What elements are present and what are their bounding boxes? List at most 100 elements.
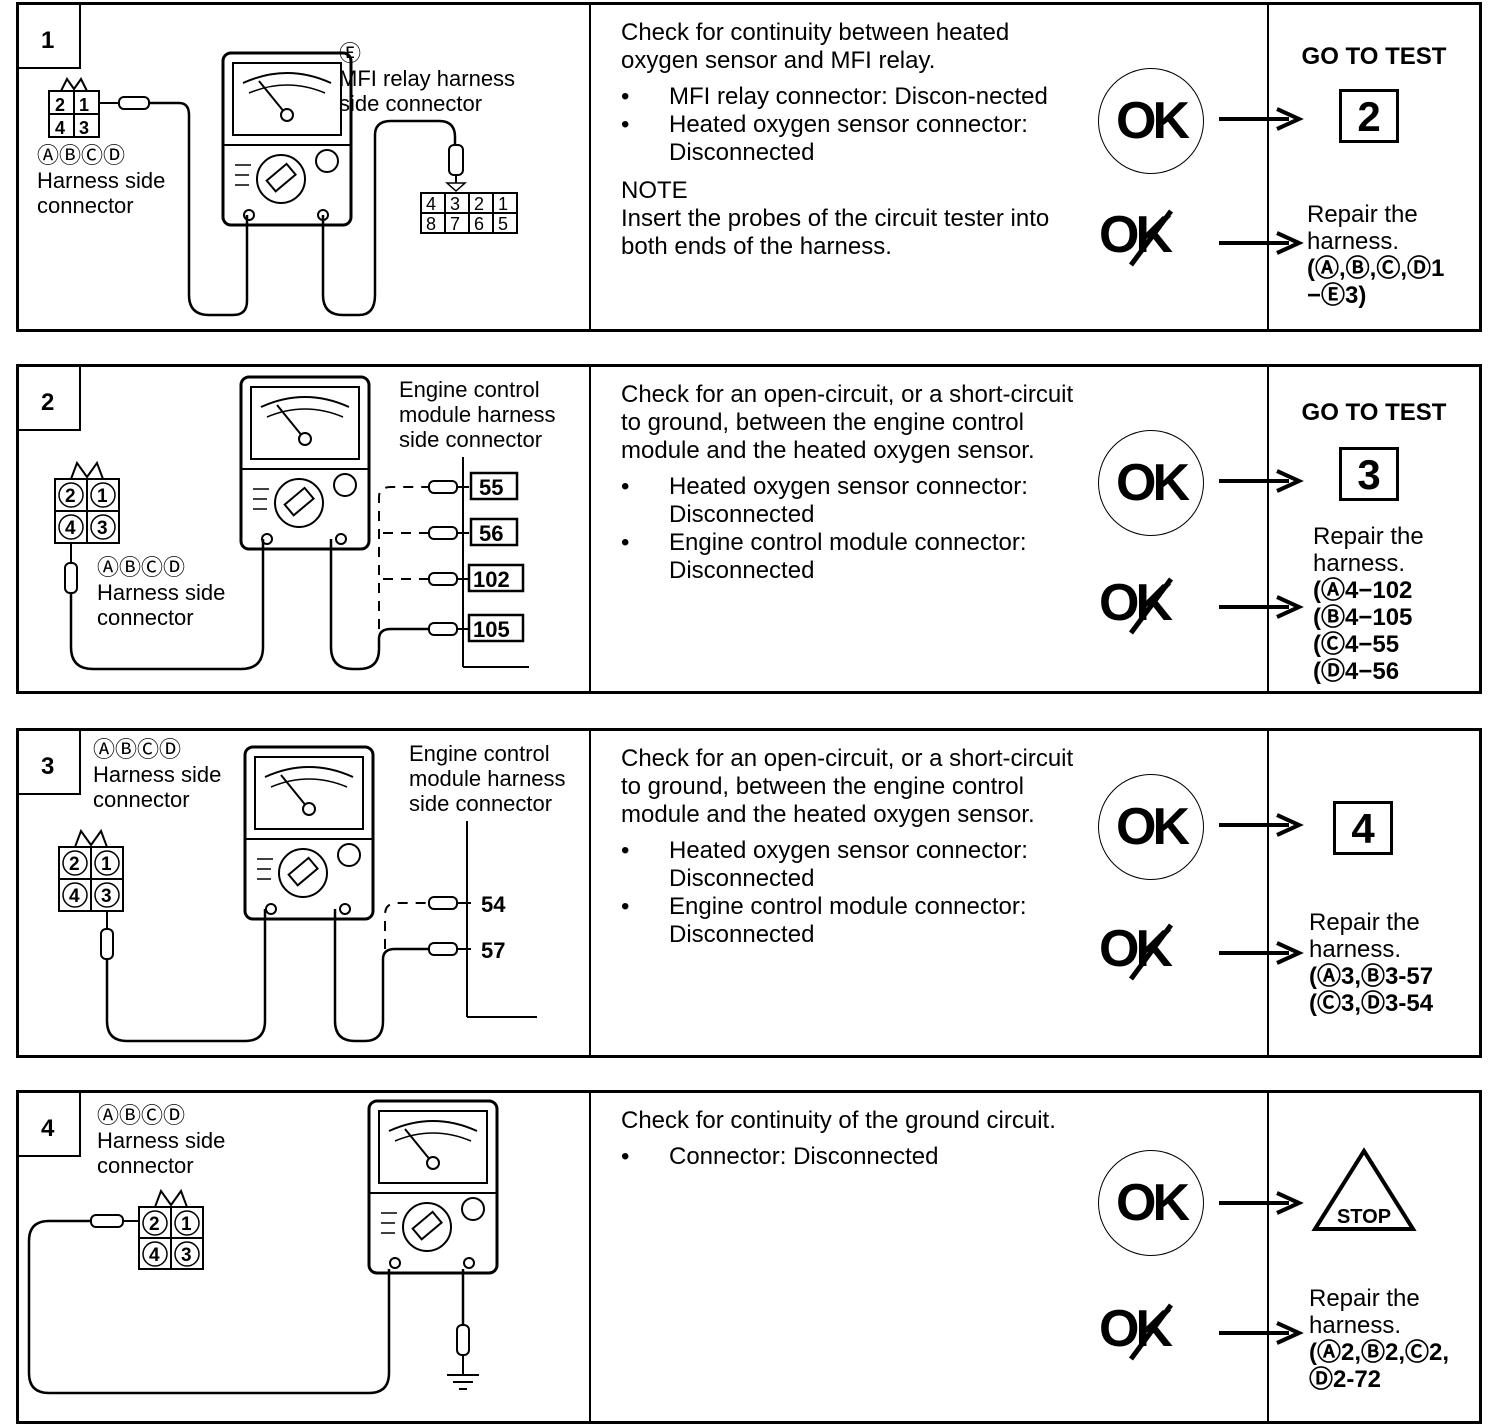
pin-label: 4 <box>149 1245 160 1266</box>
pin-label: 6 <box>474 214 484 234</box>
step-4-result: STOP Repair the harness. (Ⓐ2,Ⓑ2,Ⓒ2, Ⓓ2-7… <box>1267 1093 1479 1421</box>
ok-icon: OK <box>1099 69 1203 173</box>
probe-icon <box>100 928 114 960</box>
go-to-test-label: GO TO TEST <box>1301 399 1447 426</box>
terminal-label: 57 <box>481 938 505 963</box>
pin-label: 2 <box>474 194 484 214</box>
ng-icon: OK <box>1099 1299 1174 1361</box>
condition-item: Engine control module connector: Disconn… <box>621 893 1091 949</box>
repair-text: Repair the harness. <box>1307 201 1418 255</box>
harness-side-connector-label: ⒶⒷⒸⒹ Harness side connector <box>37 143 166 218</box>
condition-item: Heated oxygen sensor connector: Disconne… <box>621 473 1091 529</box>
probe-icon <box>90 1214 124 1228</box>
instruction-text: Check for continuity of the ground circu… <box>621 1107 1056 1134</box>
test-step-1: 1 2 1 4 3 <box>16 2 1482 332</box>
ng-icon: OK <box>1099 919 1174 981</box>
probe-icon <box>448 144 464 176</box>
step-number: 2 <box>19 367 81 431</box>
step-3-diagram: 3 2 1 4 3 <box>19 731 591 1055</box>
ng-cross-mark <box>1128 209 1174 267</box>
repair-codes: (Ⓐ,Ⓑ,Ⓒ,Ⓓ1 −Ⓔ3) <box>1307 255 1445 309</box>
test-step-2: 2 2 1 4 3 <box>16 364 1482 694</box>
ground-icon <box>447 1374 479 1390</box>
terminal-label: 56 <box>479 521 503 546</box>
step-3-instructions: Check for an open-circuit, or a short-ci… <box>621 745 1091 959</box>
terminal-label: 102 <box>473 567 510 592</box>
step-2-instructions: Check for an open-circuit, or a short-ci… <box>621 381 1091 595</box>
pin-label: 8 <box>426 214 436 234</box>
pin-label: 1 <box>97 486 108 507</box>
step-4-diagram: 4 2 1 4 3 <box>19 1093 591 1421</box>
pin-label: 4 <box>55 118 65 138</box>
pin-label: 7 <box>450 214 460 234</box>
repair-codes: (Ⓐ2,Ⓑ2,Ⓒ2, Ⓓ2-72 <box>1309 1339 1450 1393</box>
test-step-4: 4 2 1 4 3 <box>16 1090 1482 1424</box>
condition-list: Heated oxygen sensor connector: Disconne… <box>621 473 1091 585</box>
harness-side-connector-label: ⒶⒷⒸⒹ Harness side connector <box>97 555 226 630</box>
pin-label: 2 <box>55 95 65 115</box>
step-2-wiring-diagram: 2 1 4 3 <box>54 375 529 671</box>
probe-icon <box>428 896 458 910</box>
pin-label: 3 <box>450 194 460 214</box>
next-test-number[interactable]: 4 <box>1333 801 1393 855</box>
probe-icon <box>428 942 458 956</box>
step-1-diagram: 1 2 1 4 3 <box>19 5 591 329</box>
repair-instruction: Repair the harness. (Ⓐ2,Ⓑ2,Ⓒ2, Ⓓ2-72 <box>1309 1285 1449 1393</box>
ng-cross-mark <box>1128 577 1174 635</box>
repair-text: Repair the harness. <box>1309 1285 1420 1339</box>
pin-label: 3 <box>101 886 112 907</box>
pin-label: 3 <box>97 518 108 539</box>
harness-side-connector-label: ⒶⒷⒸⒹ Harness side connector <box>97 1103 226 1178</box>
ok-icon: OK <box>1099 1151 1203 1255</box>
pin-label: 4 <box>65 518 76 539</box>
harness-connector-icon <box>54 460 120 544</box>
probe-icon <box>64 562 78 594</box>
next-test-number[interactable]: 3 <box>1339 447 1399 501</box>
ok-icon: OK <box>1099 775 1203 879</box>
pin-label: 4 <box>69 886 80 907</box>
circuit-tester-icon <box>221 51 353 227</box>
pin-label: 1 <box>79 95 89 115</box>
probe-icon <box>428 526 458 540</box>
circuit-tester-icon <box>243 745 375 921</box>
step-1-wiring-diagram: 2 1 4 3 4 3 2 1 8 <box>48 51 518 317</box>
pin-label: 2 <box>65 486 76 507</box>
condition-list: Heated oxygen sensor connector: Disconne… <box>621 837 1091 949</box>
pin-label: 1 <box>498 194 508 214</box>
repair-codes: (Ⓐ4−102 (Ⓑ4−105 (Ⓒ4−55 (Ⓓ4−56 <box>1313 577 1413 685</box>
terminal-label: 55 <box>479 475 503 500</box>
circuit-tester-icon <box>239 375 371 551</box>
condition-item: Heated oxygen sensor connector: Disconne… <box>621 837 1091 893</box>
step-2-diagram: 2 2 1 4 3 <box>19 367 591 691</box>
probe-icon <box>428 572 458 586</box>
harness-side-connector-label: ⒶⒷⒸⒹ Harness side connector <box>93 737 222 812</box>
condition-item: Heated oxygen sensor connector: Disconne… <box>621 111 1091 167</box>
repair-instruction: Repair the harness. (Ⓐ4−102 (Ⓑ4−105 (Ⓒ4−… <box>1313 523 1453 685</box>
step-4-instructions: Check for continuity of the ground circu… <box>621 1107 1091 1181</box>
condition-item: Connector: Disconnected <box>621 1143 1091 1171</box>
pin-label: 2 <box>69 854 80 875</box>
ng-icon: OK <box>1099 205 1174 267</box>
condition-list: Connector: Disconnected <box>621 1143 1091 1171</box>
mfi-relay-connector-icon <box>420 192 518 234</box>
instruction-text: Check for an open-circuit, or a short-ci… <box>621 381 1074 464</box>
probe-icon <box>118 96 150 110</box>
pin-label: 2 <box>149 1214 160 1235</box>
repair-text: Repair the harness. <box>1313 523 1424 577</box>
ecm-terminal-boxes <box>467 471 525 643</box>
stop-label: STOP <box>1337 1206 1391 1228</box>
note-title: NOTE <box>621 177 688 204</box>
step-3-result: 4 Repair the harness. (Ⓐ3,Ⓑ3-57 (Ⓒ3,Ⓓ3-5… <box>1267 731 1479 1055</box>
instruction-text: Check for an open-circuit, or a short-ci… <box>621 745 1074 828</box>
step-2-result: GO TO TEST 3 Repair the harness. (Ⓐ4−102… <box>1267 367 1479 691</box>
condition-item: MFI relay connector: Discon-nected <box>621 83 1091 111</box>
probe-icon <box>428 480 458 494</box>
ecm-connector-label: Engine control module harness side conne… <box>399 377 556 452</box>
step-1-result: GO TO TEST 2 Repair the harness. (Ⓐ,Ⓑ,Ⓒ,… <box>1267 5 1479 329</box>
step-number: 3 <box>19 731 81 795</box>
pin-label: 4 <box>426 194 436 214</box>
ng-icon: OK <box>1099 573 1174 635</box>
next-test-number[interactable]: 2 <box>1339 89 1399 143</box>
step-number: 4 <box>19 1093 81 1157</box>
instruction-text: Check for continuity between heated oxyg… <box>621 19 1010 74</box>
